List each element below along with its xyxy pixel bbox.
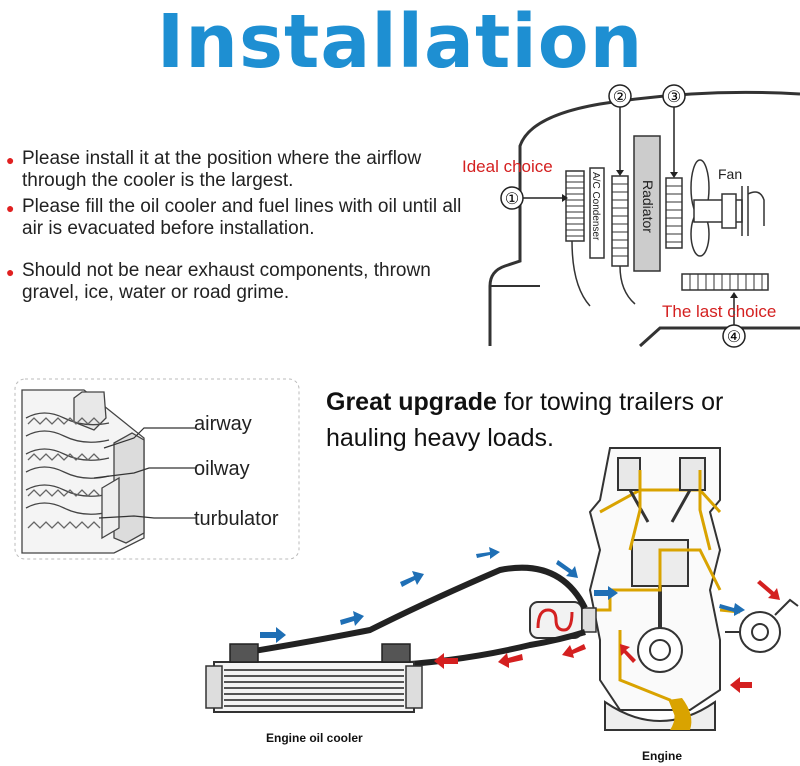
bullet-item: ● Should not be near exhaust components,…	[6, 260, 476, 304]
upgrade-bold: Great upgrade	[326, 388, 497, 416]
engine-diagram: Engine oil cooler Engine	[205, 447, 799, 763]
bullet-item: ● Please fill the oil cooler and fuel li…	[6, 196, 476, 240]
ideal-cooler	[565, 170, 591, 307]
cooler-two	[611, 175, 636, 305]
radiator-label: Radiator	[640, 180, 656, 233]
engine-oil-cooler	[205, 643, 423, 713]
hose-upper	[247, 564, 588, 655]
turbo-icon	[725, 598, 799, 653]
marker-four: ④	[722, 292, 746, 348]
airway-label: airway	[194, 413, 252, 435]
upgrade-text: Great upgrade for towing trailers or hau…	[326, 384, 796, 456]
upgrade-rest: for towing trailers or hauling heavy loa…	[326, 388, 724, 452]
engine-label: Engine	[642, 749, 682, 763]
ideal-choice-label: Ideal choice	[462, 157, 553, 176]
flow-arrows-in	[260, 547, 745, 643]
engine-block	[588, 447, 722, 731]
bullet-text: Please install it at the position where …	[22, 148, 422, 191]
svg-text:①: ①	[505, 191, 519, 208]
bullet-text: Please fill the oil cooler and fuel line…	[22, 196, 462, 239]
bullet-dot-icon: ●	[6, 152, 15, 168]
bullet-dot-icon: ●	[6, 200, 15, 216]
svg-text:④: ④	[727, 329, 741, 346]
bullet-text: Should not be near exhaust components, t…	[22, 260, 431, 303]
oilway-label: oilway	[194, 458, 250, 480]
page-title: Installation	[156, 0, 644, 85]
ac-condenser	[589, 167, 605, 259]
marker-one: ①	[500, 186, 568, 210]
fan-icon	[690, 159, 765, 257]
last-choice-cooler	[681, 273, 769, 291]
radiator	[633, 135, 661, 272]
bullet-dot-icon: ●	[6, 264, 15, 280]
cooler-three	[665, 177, 683, 249]
car-body-outline	[488, 90, 800, 346]
hose-lower	[379, 629, 586, 669]
position-diagram: A/C Condenser Radiator Fan	[462, 84, 800, 348]
oil-filter-icon	[529, 601, 597, 639]
bullet-item: ● Please install it at the position wher…	[6, 148, 476, 192]
marker-three: ③	[662, 84, 686, 178]
fan-label: Fan	[718, 166, 742, 182]
condenser-label: A/C Condenser	[590, 172, 601, 241]
cooler-core-cutaway	[21, 389, 145, 554]
marker-two: ②	[608, 84, 632, 176]
turbulator-label: turbulator	[194, 508, 279, 530]
oil-cooler-label: Engine oil cooler	[266, 731, 363, 745]
svg-text:③: ③	[667, 89, 681, 106]
bullet-list: ● Please install it at the position wher…	[6, 148, 476, 308]
svg-text:②: ②	[613, 89, 627, 106]
last-choice-label: The last choice	[662, 302, 776, 321]
flow-arrows-out	[434, 580, 780, 693]
cutaway-diagram: airway oilway turbulator	[14, 378, 300, 560]
